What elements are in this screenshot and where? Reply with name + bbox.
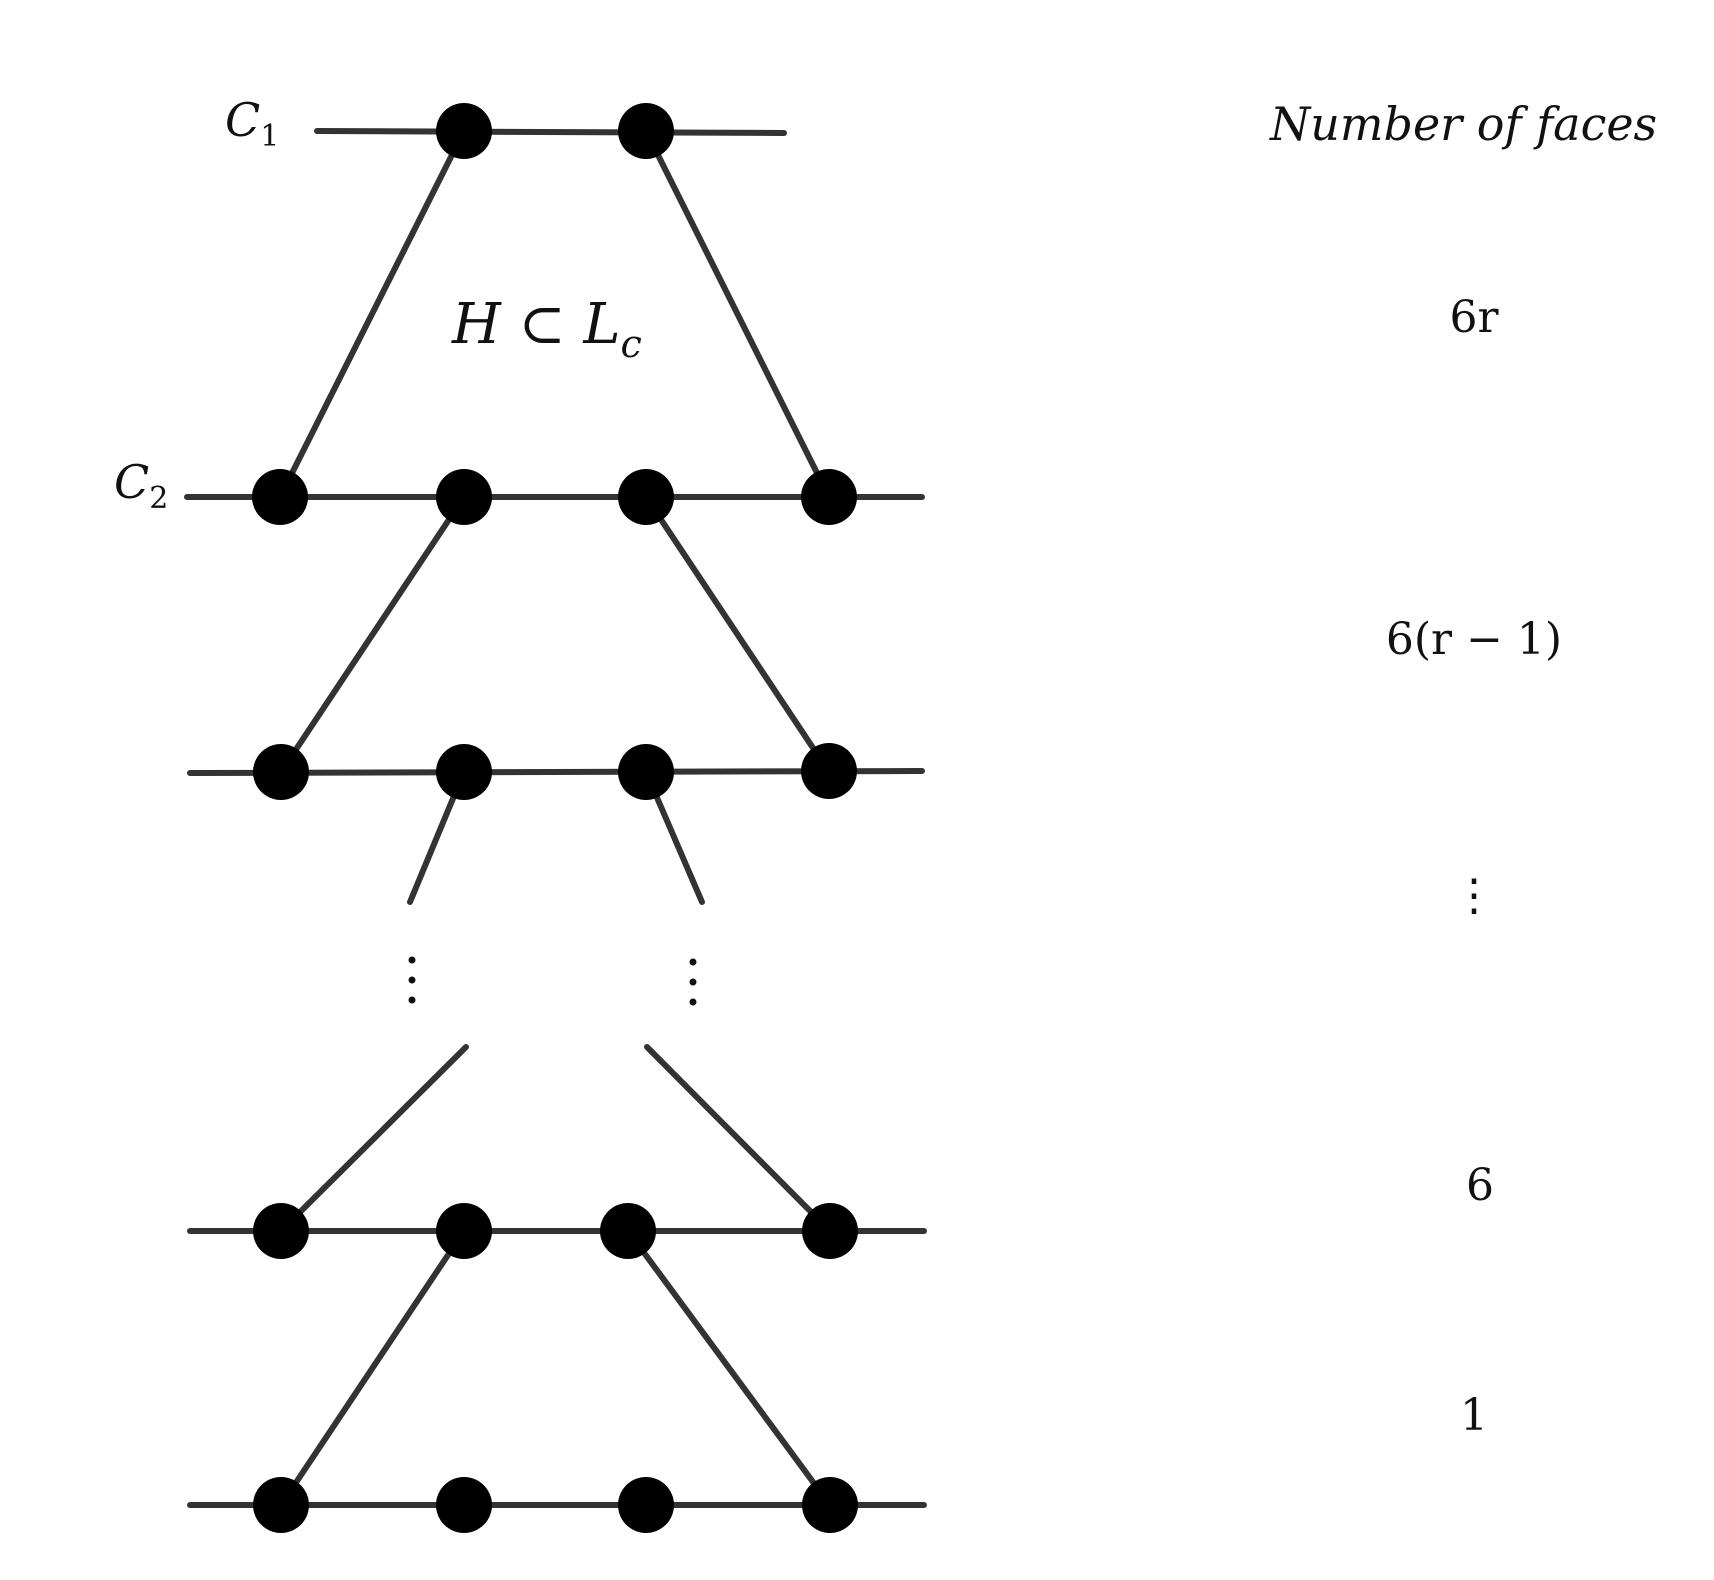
vertex: [600, 1203, 656, 1259]
edge-4-right: [625, 1228, 833, 1508]
vertex: [436, 469, 492, 525]
face-count-level-1: 6r: [1449, 292, 1499, 343]
diagram-vdots-right: [689, 958, 697, 1006]
edge-c2-right: [643, 494, 832, 775]
level-line-c1: [314, 128, 787, 136]
face-count-ellipsis: ⋮: [1452, 870, 1496, 921]
edge-4-right-stub: [644, 1044, 833, 1234]
vertex: [618, 103, 674, 159]
vertex: [802, 1477, 858, 1533]
label-c2: C2: [114, 455, 168, 516]
vertex: [801, 469, 857, 525]
vertex: [618, 744, 674, 800]
edge-c2-left: [278, 494, 467, 775]
diagram-vdots-left: [408, 956, 416, 1004]
edge-c1-right: [643, 128, 832, 500]
label-c1: C1: [225, 93, 279, 154]
vertex: [253, 1203, 309, 1259]
vertex: [802, 1203, 858, 1259]
edge-4-left: [278, 1228, 467, 1508]
vertex: [436, 744, 492, 800]
vertex: [436, 103, 492, 159]
vertex: [618, 469, 674, 525]
vertices: [252, 103, 858, 1533]
vertex: [253, 744, 309, 800]
vertex: [252, 469, 308, 525]
face-count-level-4: 6: [1466, 1160, 1494, 1211]
face-count-level-5: 1: [1460, 1390, 1488, 1441]
vertex: [436, 1203, 492, 1259]
vertex: [801, 743, 857, 799]
column-header: Number of faces: [1269, 97, 1657, 151]
vertex: [436, 1477, 492, 1533]
vertex: [253, 1477, 309, 1533]
edge-4-left-stub: [278, 1044, 469, 1234]
face-count-level-2: 6(r − 1): [1386, 614, 1562, 665]
label-region: H ⊂ Lc: [451, 292, 642, 366]
level-line-3: [187, 768, 925, 776]
vertex: [618, 1477, 674, 1533]
edge-c1-left: [277, 128, 467, 500]
level-lines: [184, 128, 927, 1508]
